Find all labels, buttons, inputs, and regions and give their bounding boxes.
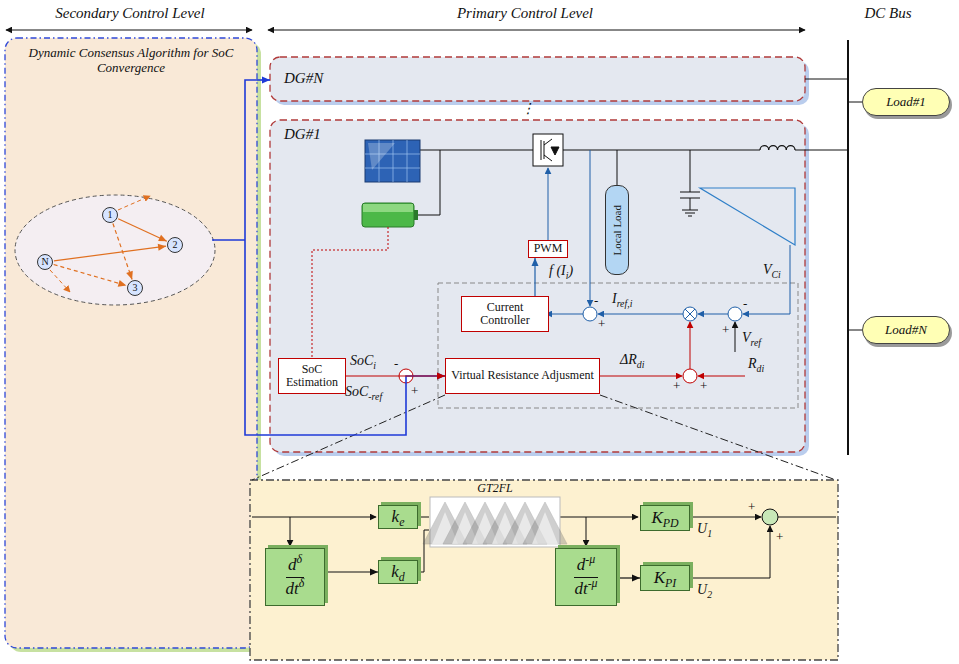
solar-panel	[365, 140, 420, 182]
node-text: 3	[133, 283, 138, 293]
signal-label: VCi	[763, 262, 781, 279]
battery	[312, 150, 440, 357]
signal-label: f (Ii)	[549, 263, 573, 280]
sign-label: +	[700, 378, 707, 394]
node-text: ke	[392, 508, 405, 527]
node-text: d-μ	[577, 556, 595, 575]
membership-functions	[423, 502, 567, 544]
sign-label: +	[673, 378, 680, 394]
agent-circle: 3	[127, 280, 143, 296]
gain-box: ke	[378, 505, 418, 529]
connector-arrow	[54, 244, 166, 261]
operator-box: d-μ dt-μ	[555, 548, 617, 606]
node-text: Current Controller	[462, 301, 548, 327]
connector-arrow	[257, 77, 270, 84]
signal-label: SoCi	[350, 353, 376, 370]
process-box: PWM	[528, 240, 568, 258]
connector-arrow	[118, 219, 167, 241]
load-box: Local Load	[605, 185, 629, 275]
dg-panel: DG#1Local LoadPWM Current ControllerSoC E…	[270, 120, 805, 452]
algorithm-panel: Dynamic Consensus Algorithm for SoC Conv…	[5, 38, 257, 648]
sign-label: -	[394, 356, 398, 372]
signal-label: ΔRdi	[620, 352, 644, 369]
connector-arrow	[617, 575, 640, 582]
node-text: Load#1	[886, 94, 926, 110]
node-text: dt-μ	[574, 577, 597, 599]
dc-bus	[420, 40, 862, 455]
sign-label: +	[748, 499, 755, 515]
signal-label: U2	[697, 582, 712, 599]
gain-box: KPI	[640, 565, 690, 591]
sign-label: +	[598, 316, 605, 332]
process-box: Virtual Resistance Adjusment	[445, 358, 600, 394]
node-text: PWM	[534, 242, 563, 255]
process-box: SoC Estimation	[278, 358, 346, 394]
level-label: Primary Control Level	[457, 4, 593, 22]
control-box	[438, 283, 798, 408]
node-text: Local Load	[611, 205, 623, 255]
level-label: DC Bus	[864, 4, 911, 22]
load-box: Load#N	[862, 316, 950, 344]
level-arrows	[6, 30, 805, 31]
node-text: kd	[391, 563, 405, 582]
panel-heading: GT2FL	[465, 482, 525, 496]
node-text: KPD	[651, 509, 678, 528]
operator-box: dδ dtδ	[265, 548, 325, 606]
panel-heading: DG#1	[284, 126, 321, 143]
node-text: dtδ	[286, 577, 305, 599]
agent-circle: 2	[167, 237, 183, 253]
dg-band: DG#N	[270, 57, 805, 101]
connector-arrow	[325, 569, 378, 576]
gain-box: KPD	[640, 505, 690, 531]
connector-arrow	[113, 224, 133, 280]
gain-box: kd	[378, 560, 418, 584]
agent-circle: N	[37, 254, 53, 270]
sign-label: -	[743, 296, 747, 312]
cloud	[15, 80, 257, 435]
control-wires	[546, 150, 790, 352]
node-text: 2	[173, 240, 178, 250]
node-text: SoC Estimation	[279, 363, 345, 389]
signal-label: Rdi	[748, 356, 764, 373]
panel-heading: Dynamic Consensus Algorithm for SoC Conv…	[15, 46, 247, 76]
process-box: Current Controller	[461, 296, 549, 332]
sign-label: +	[722, 322, 729, 338]
node-text: N	[41, 257, 48, 267]
node-text: 1	[108, 210, 113, 220]
load-box: Load#1	[862, 88, 950, 116]
connector-arrow	[346, 373, 445, 380]
gt2fl-wires	[252, 497, 836, 578]
sign-label: +	[411, 383, 418, 399]
sign-label: -	[594, 293, 598, 309]
node-text: KPI	[654, 569, 677, 588]
agent-circle: 1	[102, 207, 118, 223]
signal-label: ⋮	[521, 101, 535, 118]
node-text: Virtual Resistance Adjusment	[451, 369, 594, 382]
signal-label: Vref	[742, 330, 761, 347]
sign-label: +	[776, 529, 783, 545]
panel-heading: DG#N	[284, 70, 323, 87]
node-text: Load#N	[885, 322, 927, 338]
capacitor	[680, 150, 795, 245]
signal-label: Iref,i	[612, 291, 632, 308]
connector-arrow	[54, 264, 127, 286]
signal-label: U1	[697, 521, 712, 538]
leader-lines	[252, 395, 836, 480]
level-label: Secondary Control Level	[55, 4, 204, 22]
node-text: dδ	[288, 556, 302, 575]
connector-arrow	[532, 258, 539, 296]
signal-label: SoC-ref	[345, 384, 382, 401]
